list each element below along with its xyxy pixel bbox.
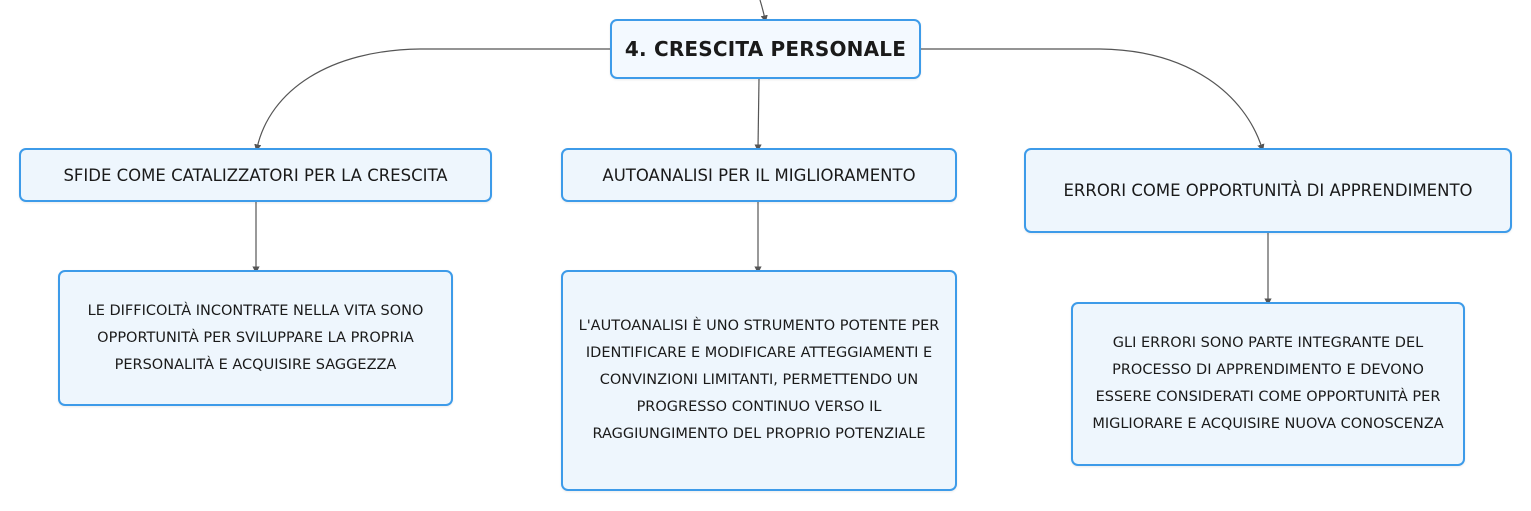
- detail-text: LE DIFFICOLTÀ INCONTRATE NELLA VITA SONO…: [87, 302, 424, 373]
- branch-node-errori[interactable]: ERRORI COME OPPORTUNITÀ DI APPRENDIMENTO: [1024, 148, 1512, 233]
- detail-node-sfide[interactable]: LE DIFFICOLTÀ INCONTRATE NELLA VITA SONO…: [58, 270, 453, 406]
- branch-label: ERRORI COME OPPORTUNITÀ DI APPRENDIMENTO: [1063, 181, 1473, 200]
- branch-label: AUTOANALISI PER IL MIGLIORAMENTO: [602, 165, 916, 185]
- detail-node-autoanalisi[interactable]: L'AUTOANALISI È UNO STRUMENTO POTENTE PE…: [561, 270, 957, 491]
- root-label: 4. CRESCITA PERSONALE: [624, 37, 907, 61]
- branch-node-sfide[interactable]: SFIDE COME CATALIZZATORI PER LA CRESCITA: [19, 148, 492, 202]
- detail-text: L'AUTOANALISI È UNO STRUMENTO POTENTE PE…: [578, 318, 940, 442]
- connector-root-to-sfide: [254, 48, 610, 152]
- connector-root-to-errori: [920, 48, 1265, 152]
- incoming-connector: [759, 0, 768, 23]
- branch-node-autoanalisi[interactable]: AUTOANALISI PER IL MIGLIORAMENTO: [561, 148, 957, 202]
- branch-label: SFIDE COME CATALIZZATORI PER LA CRESCITA: [63, 165, 448, 185]
- detail-node-errori[interactable]: GLI ERRORI SONO PARTE INTEGRANTE DEL PRO…: [1071, 302, 1465, 466]
- detail-text: GLI ERRORI SONO PARTE INTEGRANTE DEL PRO…: [1092, 335, 1444, 432]
- root-node[interactable]: 4. CRESCITA PERSONALE: [610, 19, 921, 79]
- connector-root-to-autoanalisi: [754, 78, 762, 152]
